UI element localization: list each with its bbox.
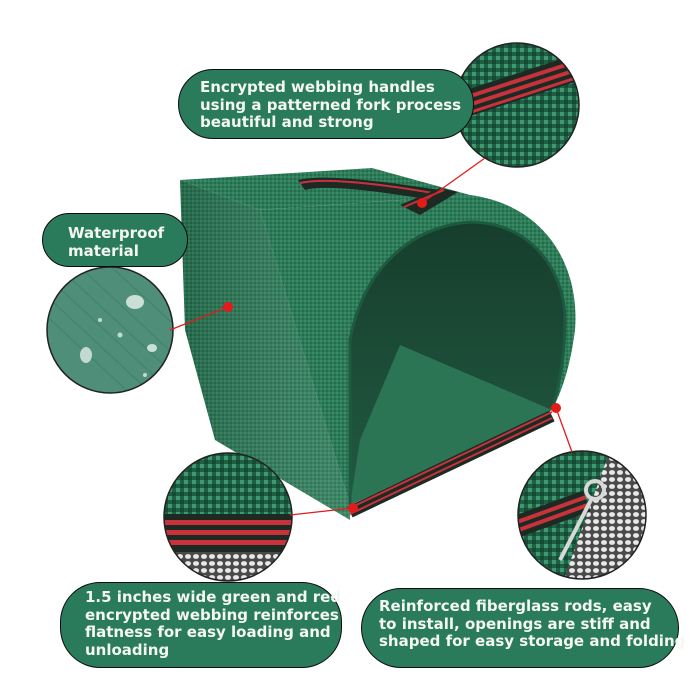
zoom-circle-rods [517,450,647,580]
callout-webbing-line-2: encrypted webbing reinforces [85,605,339,624]
zoom-circle-webbing [163,452,293,582]
callout-waterproof-line-2: material [68,241,139,260]
callout-webbing: 1.5 inches wide green and red encrypted … [60,582,342,668]
callout-handles-line-1: Encrypted webbing handles [200,78,435,96]
callout-handles: Encrypted webbing handles using a patter… [178,69,474,139]
pointer-handles [417,157,486,208]
callout-rods-line-3: shaped for easy storage and folding [379,632,686,651]
callout-waterproof-line-1: Waterproof [68,224,165,242]
callout-rods-line-2: to install, openings are stiff and [379,614,651,633]
zoom-circle-handles [454,42,580,168]
callout-webbing-line-1: 1.5 inches wide green and red [85,588,342,606]
callout-handles-line-2: using a patterned fork process [200,95,462,114]
pointer-waterproof [169,302,233,331]
zoom-circle-waterproof [46,266,174,394]
callout-rods-line-1: Reinforced fiberglass rods, easy [379,597,652,615]
callout-rods: Reinforced fiberglass rods, easy to inst… [361,588,686,668]
callout-webbing-line-4: unloading [85,641,170,660]
callout-waterproof: Waterproof material [42,213,188,267]
garden-bag [180,168,576,520]
callout-webbing-line-3: flatness for easy loading and [85,623,331,642]
pointer-rods [551,403,573,453]
pointer-webbing [289,503,358,516]
callout-handles-line-3: beautiful and strong [200,113,374,132]
